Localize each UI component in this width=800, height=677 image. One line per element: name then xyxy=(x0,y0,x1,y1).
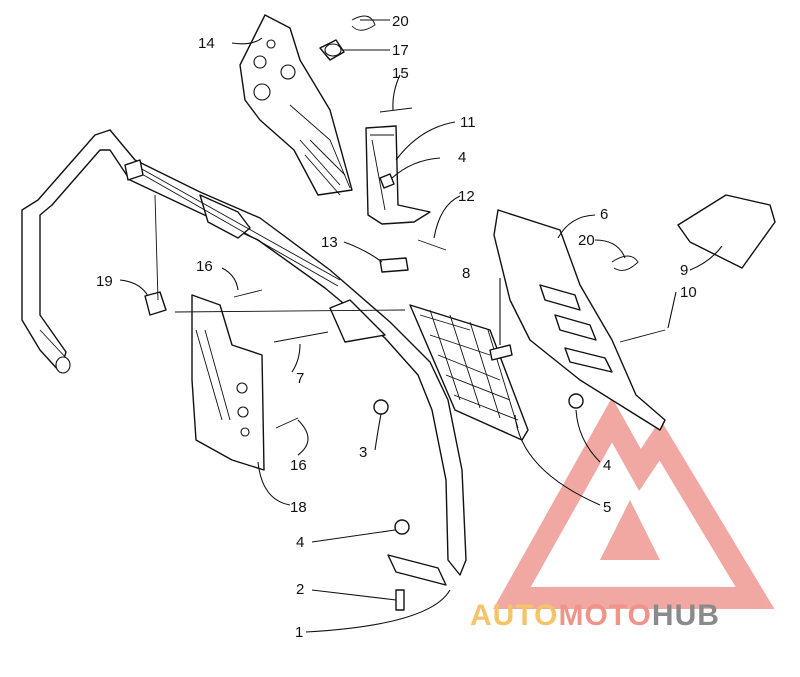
cover-piece-9 xyxy=(677,194,776,269)
callout-9: 9 xyxy=(680,262,688,279)
callout-18: 18 xyxy=(290,499,307,516)
watermark-hub: HUB xyxy=(652,599,720,632)
side-plate-6 xyxy=(493,209,666,431)
callout-1: 1 xyxy=(295,624,303,641)
callout-7: 7 xyxy=(296,370,304,387)
callout-16-lower: 16 xyxy=(290,457,307,474)
side-plate-18 xyxy=(191,294,265,471)
svg-text:AUTOMOTOHUB: AUTOMOTOHUB xyxy=(470,599,720,632)
callout-20-top: 20 xyxy=(392,13,409,30)
hardware xyxy=(144,15,666,611)
callout-5: 5 xyxy=(603,499,611,516)
callout-11: 11 xyxy=(460,114,476,131)
callout-4-lower: 4 xyxy=(296,534,304,551)
callout-15: 15 xyxy=(392,65,409,82)
callout-8: 8 xyxy=(462,265,470,282)
callout-19: 19 xyxy=(96,273,113,290)
callout-10: 10 xyxy=(680,284,697,301)
callout-4-top: 4 xyxy=(458,149,466,166)
upper-bracket-plate xyxy=(239,14,353,196)
mesh-grille xyxy=(409,304,529,441)
callout-4-right: 4 xyxy=(603,457,611,474)
leader-lines xyxy=(119,19,723,633)
callout-numbers: 1 2 3 4 4 4 5 6 7 8 9 10 11 12 13 14 15 … xyxy=(96,13,697,641)
callout-2: 2 xyxy=(296,581,304,598)
callout-3: 3 xyxy=(359,444,367,461)
watermark-text: AUTOMOTOHUB xyxy=(470,599,720,632)
callout-20-right: 20 xyxy=(578,232,595,249)
watermark-auto: AUTO xyxy=(470,599,558,632)
callout-6: 6 xyxy=(600,206,608,223)
callout-12: 12 xyxy=(458,188,475,205)
watermark-moto: MOTO xyxy=(558,599,651,632)
callout-14: 14 xyxy=(198,35,215,52)
callout-16-upper: 16 xyxy=(196,258,213,275)
watermark-logo xyxy=(493,397,775,609)
callout-13: 13 xyxy=(321,234,338,251)
callout-17: 17 xyxy=(392,42,409,59)
vertical-bracket xyxy=(365,125,431,225)
